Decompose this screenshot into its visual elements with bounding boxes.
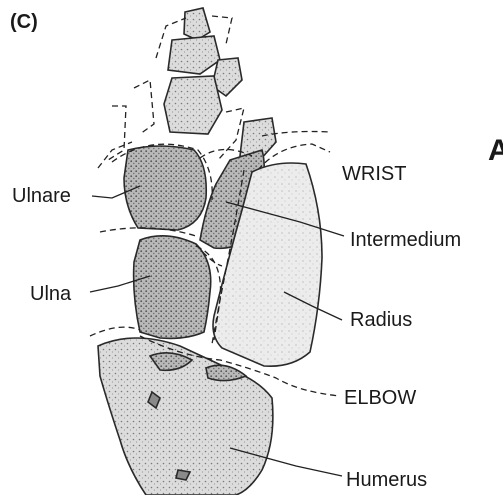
ulnare-label: Ulnare [12,185,71,207]
radius-label: Radius [350,309,412,331]
ulna-bone [134,236,211,339]
intermedium-label: Intermedium [350,229,461,251]
panel-label: (C) [10,11,38,33]
wrist-label: WRIST [342,163,406,185]
humerus-label: Humerus [346,469,427,491]
elbow-label: ELBOW [344,387,416,409]
ulna-label: Ulna [30,283,72,305]
corner-glyph: A [488,134,503,167]
